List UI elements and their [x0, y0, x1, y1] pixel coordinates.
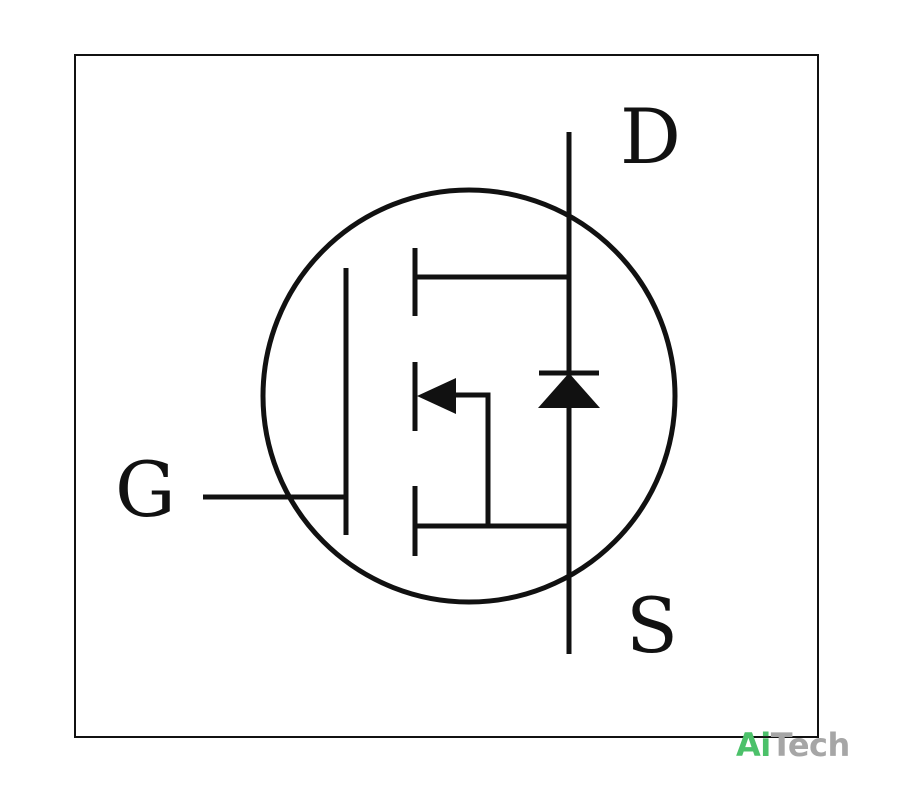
- gate-label: G: [115, 445, 176, 534]
- watermark-ai-text: Ai: [736, 726, 771, 764]
- source-label: S: [626, 581, 678, 670]
- drain-label: D: [620, 92, 681, 181]
- aitech-watermark-logo: AiTech: [736, 726, 850, 764]
- watermark-tech-text: Tech: [770, 726, 851, 764]
- body-connection: [440, 392, 491, 526]
- body-arrow-icon: [417, 378, 456, 414]
- transistor-envelope-circle: [260, 187, 678, 605]
- diagram-frame: [74, 54, 819, 738]
- body-diode-icon: [538, 373, 600, 408]
